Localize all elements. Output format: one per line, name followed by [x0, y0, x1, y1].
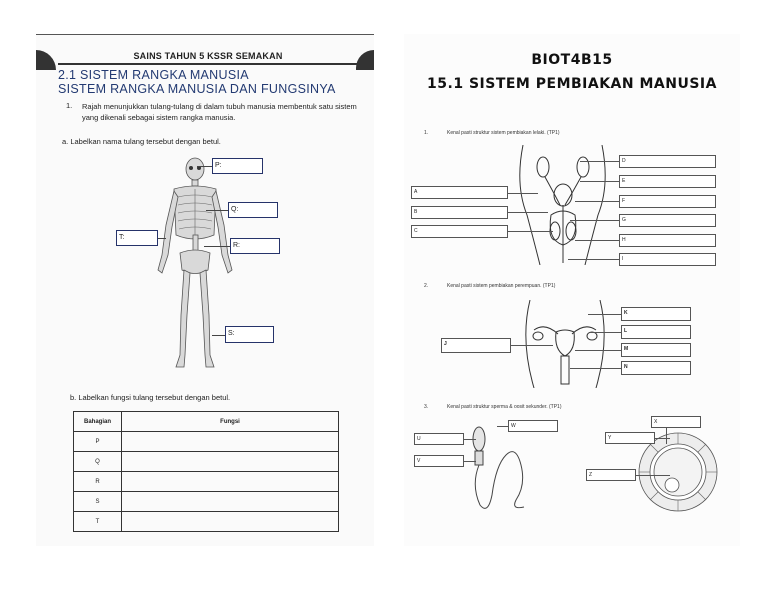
- page-top-rule: [36, 34, 374, 35]
- table-answer-cell[interactable]: [121, 511, 339, 532]
- label-line-j: [511, 345, 553, 346]
- label-line-b: [508, 212, 548, 213]
- r-question-1-text: Kenal pasti struktur sistem pembiakan le…: [447, 130, 560, 136]
- label-line-l: [590, 332, 621, 333]
- oocyte-illustration: [638, 432, 718, 512]
- label-box-m[interactable]: M: [621, 343, 691, 357]
- label-box-f[interactable]: F: [619, 195, 716, 208]
- skeleton-illustration: [157, 157, 233, 368]
- right-title-2: 15.1 SISTEM PEMBIAKAN MANUSIA: [427, 76, 717, 92]
- label-box-i[interactable]: I: [619, 253, 716, 266]
- table-row-label: P: [73, 431, 122, 452]
- label-line-n: [570, 368, 621, 369]
- table-row-label: S: [73, 491, 122, 512]
- label-line-k: [588, 314, 621, 315]
- label-box-h[interactable]: H: [619, 234, 716, 247]
- question-1-number: 1.: [66, 101, 73, 110]
- label-box-t[interactable]: T:: [116, 230, 158, 246]
- label-box-g[interactable]: G: [619, 214, 716, 227]
- table-answer-cell[interactable]: [121, 451, 339, 472]
- label-line-p: [197, 166, 212, 167]
- label-box-x[interactable]: X: [651, 416, 701, 428]
- label-box-n[interactable]: N: [621, 361, 691, 375]
- table-row: Q: [73, 451, 339, 472]
- label-line-r: [204, 246, 230, 247]
- r-question-3-number: 3.: [424, 404, 429, 410]
- table-answer-cell[interactable]: [121, 431, 339, 452]
- label-line-y: [655, 438, 670, 439]
- label-box-c[interactable]: C: [411, 225, 508, 238]
- label-line-t: [158, 238, 166, 239]
- right-corner-decoration: [356, 50, 374, 70]
- label-box-s[interactable]: S:: [225, 326, 274, 343]
- label-line-f: [575, 201, 619, 202]
- r-question-2-text: Kenal pasti sistem pembiakan perempuan. …: [447, 283, 556, 289]
- table-row-label: T: [73, 511, 122, 532]
- label-line-s: [212, 335, 225, 336]
- table-row: T: [73, 511, 339, 532]
- label-box-d[interactable]: D: [619, 155, 716, 168]
- header-rule: [58, 63, 358, 65]
- label-line-d: [580, 161, 619, 162]
- label-line-c: [508, 231, 553, 232]
- worksheet-title-2: SISTEM RANGKA MANUSIA DAN FUNGSINYA: [58, 82, 336, 96]
- question-a-text: a. Labelkan nama tulang tersebut dengan …: [62, 137, 221, 146]
- label-line-a: [508, 193, 538, 194]
- label-box-r[interactable]: R:: [230, 238, 280, 254]
- label-line-x: [666, 428, 667, 444]
- label-box-k[interactable]: K: [621, 307, 691, 321]
- female-reproductive-illustration: [525, 300, 605, 388]
- label-line-g: [570, 220, 619, 221]
- table-row: P: [73, 431, 339, 452]
- label-line-h: [575, 240, 619, 241]
- label-box-l[interactable]: L: [621, 325, 691, 339]
- label-line-v: [464, 461, 476, 462]
- label-box-w[interactable]: W: [508, 420, 558, 432]
- label-line-e: [580, 181, 619, 182]
- table-header-fungsi: Fungsi: [121, 411, 339, 432]
- function-table: Bahagian Fungsi P Q R S T: [73, 411, 339, 532]
- table-answer-cell[interactable]: [121, 471, 339, 492]
- label-line-w: [497, 426, 508, 427]
- table-header-bahagian: Bahagian: [73, 411, 122, 432]
- label-box-a[interactable]: A: [411, 186, 508, 199]
- question-1-text: Rajah menunjukkan tulang-tulang di dalam…: [82, 102, 357, 122]
- label-box-p[interactable]: P:: [212, 158, 263, 174]
- label-box-z[interactable]: Z: [586, 469, 636, 481]
- table-row-label: Q: [73, 451, 122, 472]
- label-line-m: [575, 350, 621, 351]
- sperm-illustration: [472, 426, 525, 509]
- r-question-1-number: 1.: [424, 130, 429, 136]
- label-box-y[interactable]: Y: [605, 432, 655, 444]
- label-box-u[interactable]: U: [414, 433, 464, 445]
- worksheet-title-1: 2.1 SISTEM RANGKA MANUSIA: [58, 68, 249, 82]
- label-line-u: [464, 439, 476, 440]
- label-box-j[interactable]: J: [441, 338, 511, 353]
- label-box-b[interactable]: B: [411, 206, 508, 219]
- table-row-label: R: [73, 471, 122, 492]
- male-reproductive-illustration: [519, 145, 606, 265]
- right-title-1: BIOT4B15: [531, 52, 613, 68]
- label-line-i: [568, 259, 619, 260]
- label-line-z: [636, 475, 670, 476]
- r-question-2-number: 2.: [424, 283, 429, 289]
- table-answer-cell[interactable]: [121, 491, 339, 512]
- table-row: R: [73, 471, 339, 492]
- label-box-v[interactable]: V: [414, 455, 464, 467]
- question-b-text: b. Labelkan fungsi tulang tersebut denga…: [70, 393, 231, 402]
- label-box-q[interactable]: Q:: [228, 202, 278, 218]
- label-line-q: [206, 210, 228, 211]
- worksheet-header: SAINS TAHUN 5 KSSR SEMAKAN: [133, 51, 283, 61]
- table-row: S: [73, 491, 339, 512]
- table-header-row: Bahagian Fungsi: [73, 411, 339, 432]
- label-box-e[interactable]: E: [619, 175, 716, 188]
- r-question-3-text: Kenal pasti struktur sperma & oosit seku…: [447, 404, 562, 410]
